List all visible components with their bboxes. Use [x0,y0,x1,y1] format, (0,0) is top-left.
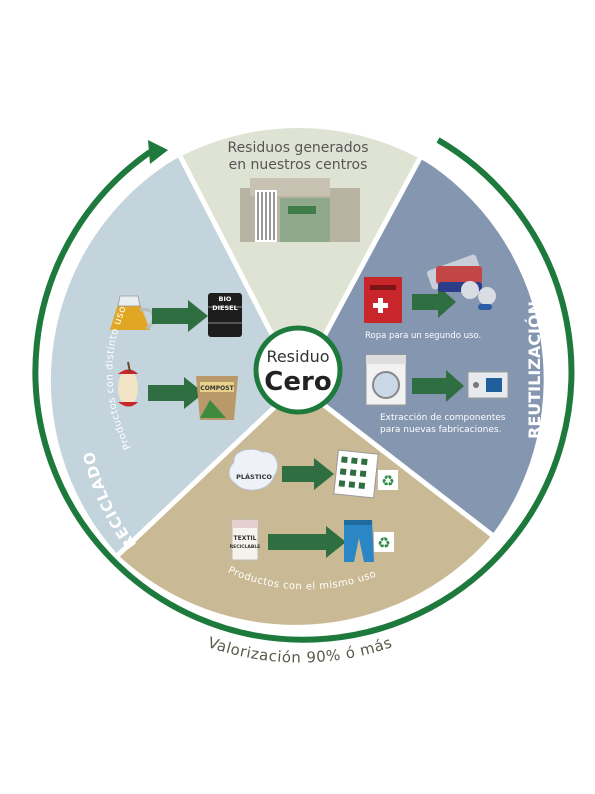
clothing-donation-box-icon [364,277,402,323]
store-building-icon [240,178,360,242]
right-item2-line2: para nuevas fabricaciones. [380,425,501,435]
svg-text:♻: ♻ [377,534,390,552]
biodiesel-label-2: DIESEL [212,304,238,312]
textile-bag-icon: TEXTIL RECICLABLE [230,519,261,561]
apple-core-icon [118,361,138,407]
arrow-bottom-1 [282,458,334,490]
arrow-bottom-2 [268,526,346,558]
arrow-left-2 [148,377,204,409]
clothes-pile-icon [426,254,496,310]
recycle-symbol-icon-1: ♻ [378,470,398,490]
textil-label-2: RECICLABLE [230,544,261,550]
arrow-left-1 [152,300,208,332]
reutilizacion-title: REUTILIZACIÓN [525,301,544,439]
compost-label: COMPOST [200,385,234,392]
right-item1: Ropa para un segundo uso. [365,331,481,341]
center-badge: Residuo Cero [253,325,343,415]
compost-bag-icon: COMPOST [196,376,238,420]
center-cero: Cero [264,367,331,397]
plastic-bag-icon: PLÁSTICO [228,448,278,491]
plastico-label: PLÁSTICO [236,472,272,481]
biodiesel-label-1: BIO [219,295,232,303]
arrow-right-1 [412,286,456,318]
recycled-plastic-sheet-icon [333,449,379,499]
textil-label-1: TEXTIL [234,535,257,542]
ring-arrow-head [148,140,168,164]
outer-ring-arc [32,137,575,643]
component-panel-icon [467,371,509,399]
sector-bottom [118,385,492,625]
center-residuo: Residuo [266,347,329,366]
top-line1: Residuos generados [227,140,368,156]
biodiesel-barrel-icon: BIO DIESEL [208,293,242,337]
right-item2-line1: Extracción de componentes [380,412,506,423]
washing-machine-icon [365,354,407,406]
top-line2: en nuestros centros [229,157,368,173]
jeans-icon [344,520,374,562]
svg-text:♻: ♻ [381,472,394,490]
sector-left [50,156,299,555]
recycle-symbol-icon-2: ♻ [374,532,394,552]
valorizacion-ring [32,137,575,643]
arrow-right-2 [412,370,464,402]
sector-right [298,158,544,535]
